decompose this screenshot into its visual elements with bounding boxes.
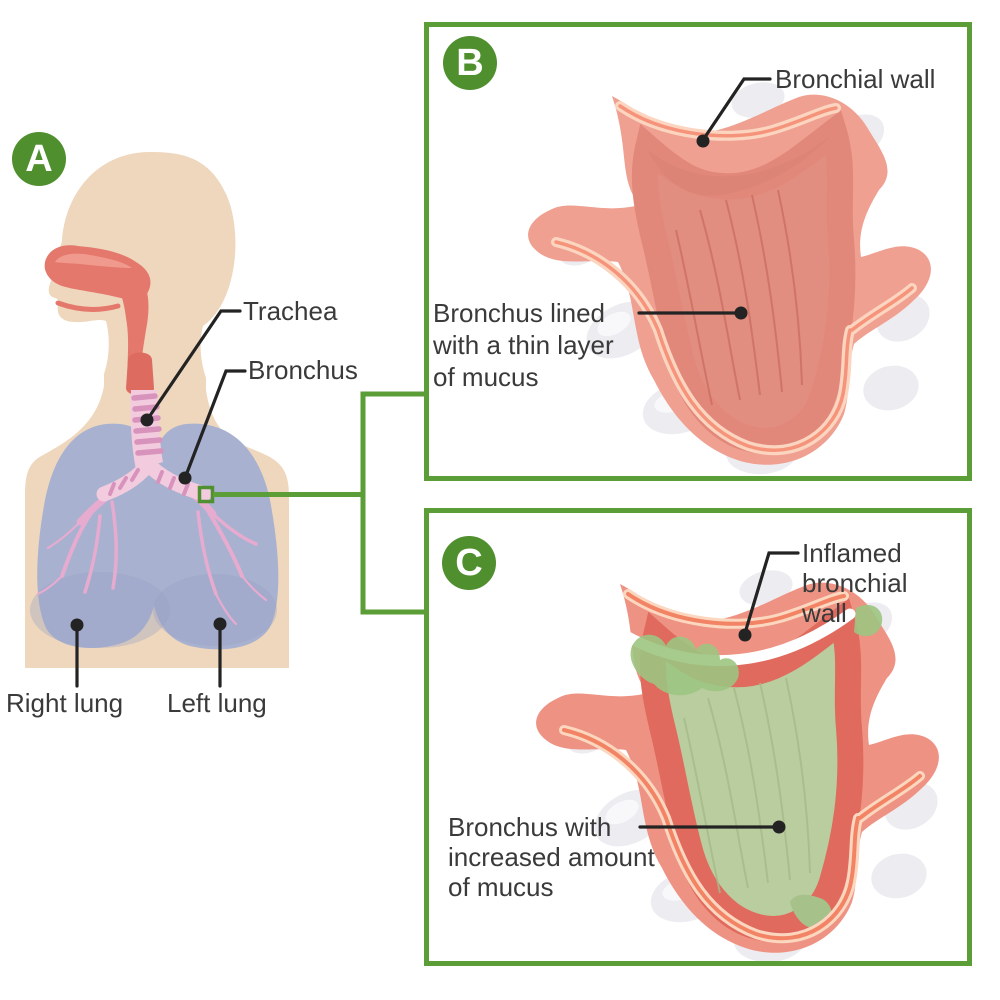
trachea-leader	[145, 309, 242, 422]
inflamed-wall-leader	[743, 551, 800, 635]
bronchial-wall-label: Bronchial wall	[775, 64, 936, 94]
bronchus-lined-label-line2: with a thin layer	[433, 330, 614, 360]
bronchus-mucus-label-line1: Bronchus with	[448, 812, 612, 842]
panel-c-badge: C	[442, 536, 496, 590]
right-lung-shadow	[30, 572, 170, 648]
bronchus-lined-label-line1: Bronchus lined	[433, 298, 605, 328]
bronchus-lined-label: Bronchus lined with a thin layer of mucu…	[433, 297, 614, 393]
leader-lines	[75, 77, 800, 829]
inflamed-wall-label-line3: wall	[802, 598, 847, 628]
bronchus-mucus-label-line3: of mucus	[448, 872, 554, 902]
mucus-bulge	[630, 634, 739, 696]
larynx	[126, 352, 154, 396]
mucus-thin-lining	[551, 101, 917, 456]
panel-a-badge: A	[12, 132, 66, 186]
zoom-marker-square	[197, 485, 215, 504]
right-lung-label: Right lung	[6, 688, 124, 718]
nasal-cavity	[44, 245, 154, 396]
human-respiratory-illustration	[25, 152, 289, 668]
mucus-streaks	[683, 677, 811, 894]
left-lung-label: Left lung	[167, 688, 267, 718]
inflamed-wall-label-line1: Inflamed	[802, 538, 902, 568]
bronchus-normal-illustration	[528, 82, 931, 475]
mucus-peek-right	[854, 604, 883, 637]
inflamed-wall-label-line2: bronchial	[802, 568, 908, 598]
panel-b-box	[424, 22, 972, 481]
bronchus-inflamed-illustration	[536, 570, 939, 963]
bronchus-leader	[183, 369, 247, 480]
mucus-drip-bottom	[790, 894, 832, 929]
bronchial-wall-leader	[701, 77, 772, 142]
lumen-streaks	[675, 189, 803, 406]
bronchus-mucus-label-line2: increased amount	[448, 842, 655, 872]
inflamed-lining	[559, 589, 925, 944]
inflamed-wall-label: Inflamed bronchial wall	[802, 538, 908, 628]
panel-c-box	[424, 508, 972, 966]
bronchus-mucus-label: Bronchus with increased amount of mucus	[448, 812, 655, 902]
rim-shadow	[648, 136, 830, 196]
bronchus-label: Bronchus	[248, 355, 358, 385]
panel-b-badge: B	[443, 36, 497, 90]
trachea-label: Trachea	[243, 296, 338, 326]
zoom-connector	[197, 391, 424, 615]
mouth-line	[55, 300, 121, 312]
leader-dots	[70, 134, 786, 834]
left-lung-shadow	[153, 574, 277, 646]
bronchus-lined-label-line3: of mucus	[433, 362, 539, 392]
left-main-bronchus	[96, 458, 155, 502]
